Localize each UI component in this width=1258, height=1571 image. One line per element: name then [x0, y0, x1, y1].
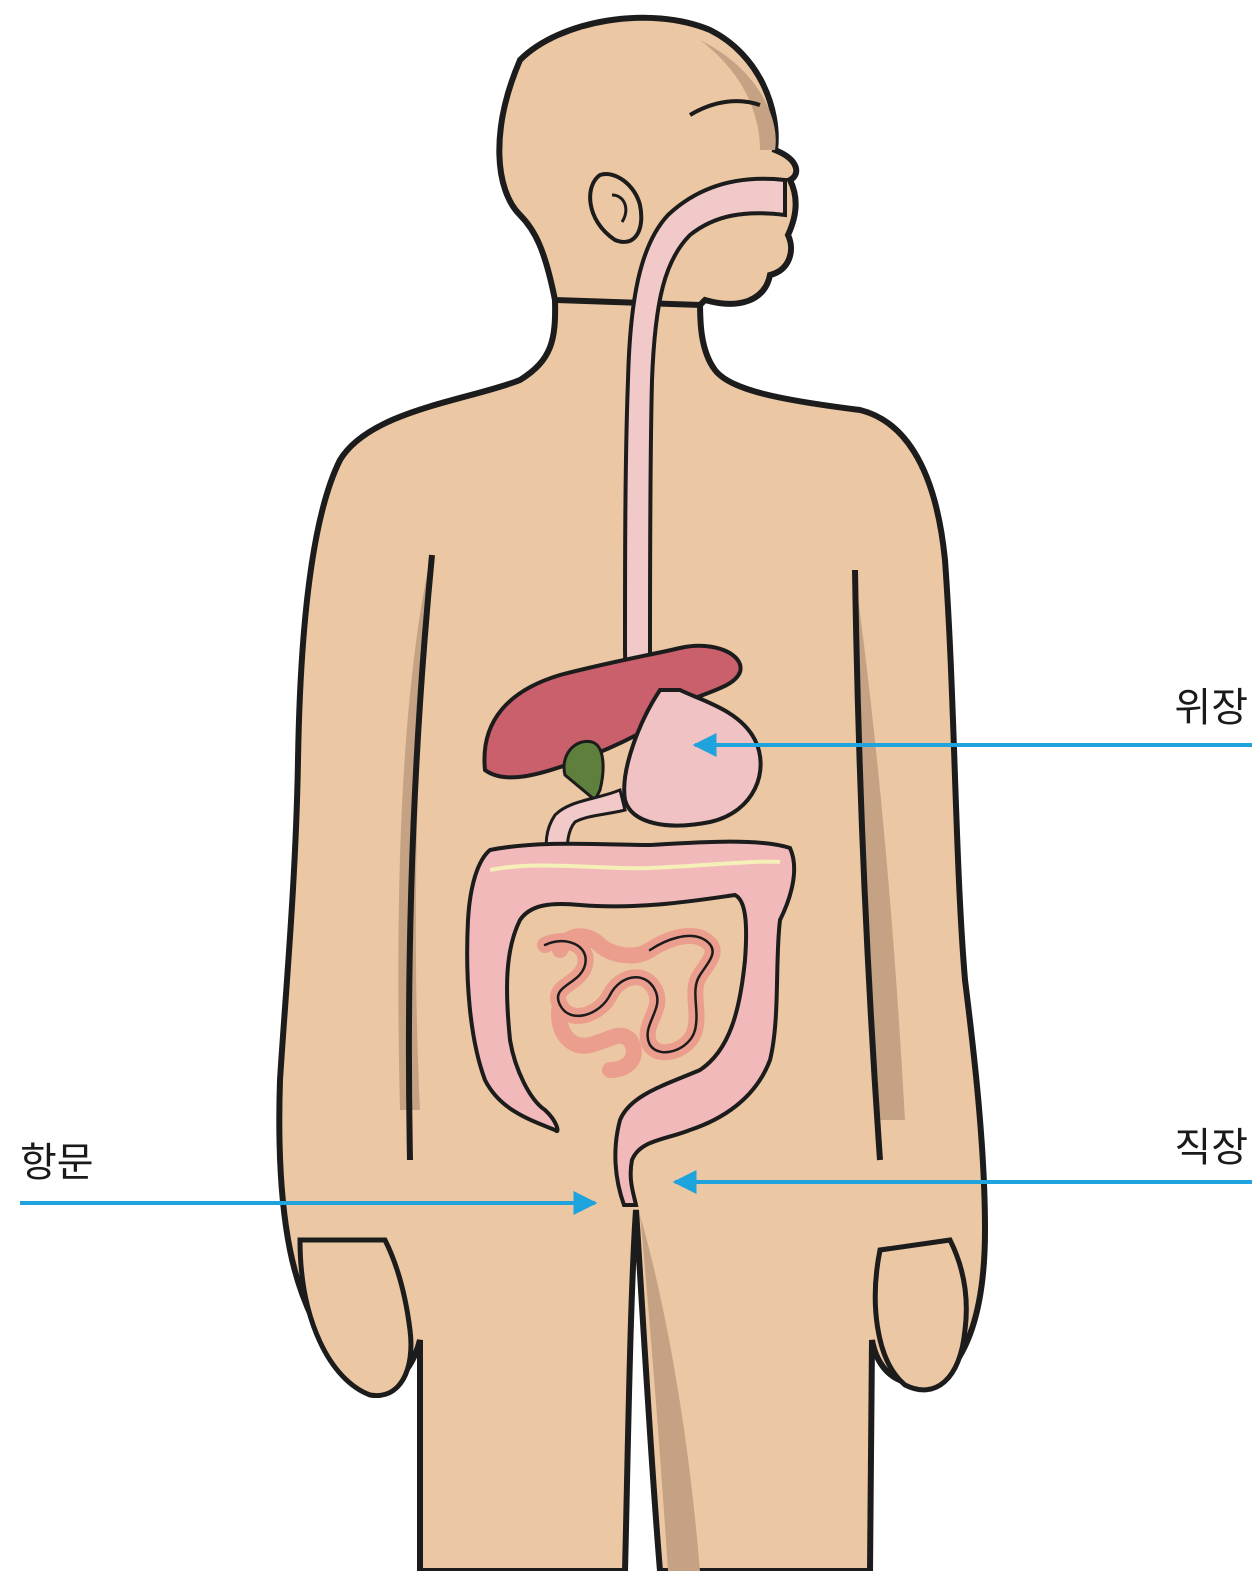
- left-hand: [300, 1240, 411, 1396]
- anus-label: 항문: [20, 1143, 94, 1183]
- right-hand: [875, 1240, 966, 1390]
- rectum-label: 직장: [1174, 1128, 1248, 1168]
- stomach-label: 위장: [1174, 688, 1248, 728]
